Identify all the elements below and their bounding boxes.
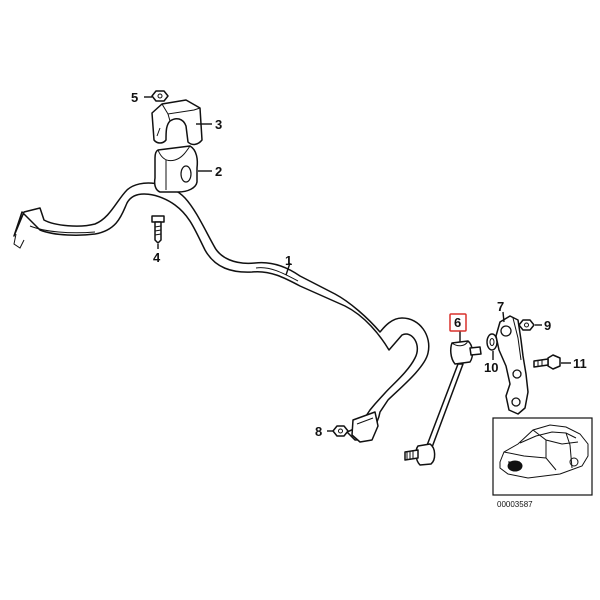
reference-code: 00003587 — [497, 500, 533, 509]
callout-6-highlight[interactable]: 6 — [449, 313, 467, 332]
bar-clamp-lower[interactable] — [351, 411, 379, 443]
hex-nut-8[interactable] — [332, 425, 349, 437]
callout-10: 10 — [484, 360, 498, 375]
stabilizer-link[interactable] — [404, 340, 482, 466]
rubber-bushing[interactable] — [153, 145, 199, 193]
clamp-bracket[interactable] — [151, 99, 203, 146]
stabilizer-bar[interactable] — [13, 182, 430, 441]
screw-bolt[interactable] — [151, 215, 165, 244]
callout-numbers: 1 2 3 4 5 7 8 9 10 11 — [131, 90, 587, 439]
callout-2: 2 — [215, 164, 222, 179]
hex-nut-top[interactable] — [151, 90, 169, 102]
callout-9: 9 — [544, 318, 551, 333]
callout-5: 5 — [131, 90, 138, 105]
hex-nut-9[interactable] — [518, 319, 535, 331]
callout-11: 11 — [573, 356, 587, 371]
callout-7: 7 — [497, 299, 504, 314]
callout-8: 8 — [315, 424, 322, 439]
hex-bolt-11[interactable] — [533, 354, 561, 370]
callout-4: 4 — [153, 250, 161, 265]
mounting-bracket[interactable] — [495, 315, 529, 415]
vehicle-location-inset — [492, 417, 593, 496]
callout-6: 6 — [454, 315, 461, 330]
callout-1: 1 — [285, 253, 292, 268]
callout-3: 3 — [215, 117, 222, 132]
leader-lines — [144, 96, 571, 432]
